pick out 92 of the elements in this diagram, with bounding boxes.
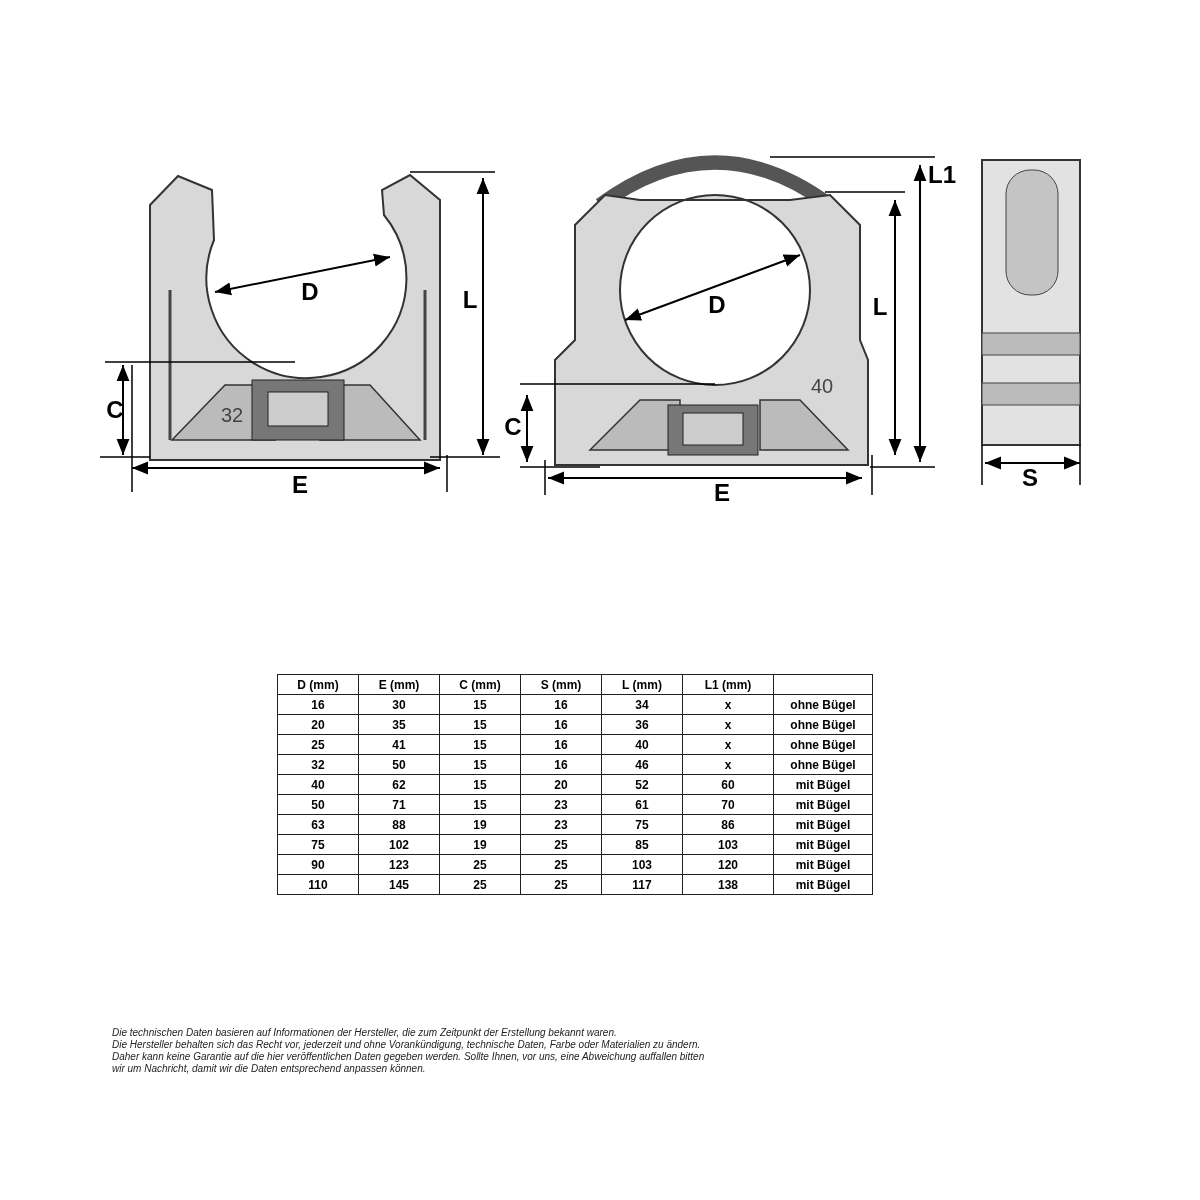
table-cell: 15: [439, 774, 521, 795]
disclaimer-note: Die technischen Daten basieren auf Informationen der Hersteller, die zum Zeitpunkt der Erstellung bekannt waren.: [112, 1027, 617, 1039]
table-cell: 16: [520, 754, 602, 775]
table-cell: mit Bügel: [773, 774, 873, 795]
table-cell: 117: [601, 874, 683, 895]
dimension-letter: L1: [928, 163, 956, 187]
dimension-letter: D: [301, 280, 319, 304]
table-cell: 88: [358, 814, 440, 835]
table-cell: x: [682, 734, 774, 755]
table-cell: 30: [358, 694, 440, 715]
table-cell: 86: [682, 814, 774, 835]
table-cell: 23: [520, 794, 602, 815]
table-cell: 25: [439, 854, 521, 875]
table-cell: 46: [601, 754, 683, 775]
dimension-letter: C: [504, 415, 522, 439]
dimension-letter: D: [708, 293, 726, 317]
table-cell: 20: [520, 774, 602, 795]
table-cell: 35: [358, 714, 440, 735]
table-cell: 63: [277, 814, 359, 835]
dimension-letter: S: [1022, 466, 1038, 490]
column-header: L (mm): [601, 674, 683, 695]
table-cell: 120: [682, 854, 774, 875]
table-cell: ohne Bügel: [773, 754, 873, 775]
table-cell: 15: [439, 694, 521, 715]
table-cell: 16: [277, 694, 359, 715]
table-cell: 15: [439, 754, 521, 775]
table-cell: 138: [682, 874, 774, 895]
table-cell: 145: [358, 874, 440, 895]
table-cell: 50: [277, 794, 359, 815]
table-cell: 15: [439, 734, 521, 755]
table-cell: 60: [682, 774, 774, 795]
table-cell: 61: [601, 794, 683, 815]
molded-number: 32: [220, 405, 244, 425]
dimension-letter: L: [872, 295, 888, 319]
table-cell: 75: [277, 834, 359, 855]
table-cell: ohne Bügel: [773, 694, 873, 715]
column-header: S (mm): [520, 674, 602, 695]
table-cell: 25: [439, 874, 521, 895]
table-cell: ohne Bügel: [773, 734, 873, 755]
table-cell: 102: [358, 834, 440, 855]
table-cell: 36: [601, 714, 683, 735]
disclaimer-note: wir um Nachricht, damit wir die Daten entsprechend anpassen können.: [112, 1063, 426, 1075]
table-cell: 85: [601, 834, 683, 855]
table-cell: 103: [601, 854, 683, 875]
column-header: L1 (mm): [682, 674, 774, 695]
table-cell: 19: [439, 834, 521, 855]
table-cell: mit Bügel: [773, 834, 873, 855]
table-cell: 40: [277, 774, 359, 795]
table-cell: x: [682, 754, 774, 775]
column-header: C (mm): [439, 674, 521, 695]
table-cell: 25: [520, 854, 602, 875]
table-cell: 16: [520, 694, 602, 715]
table-cell: 20: [277, 714, 359, 735]
table-cell: 25: [520, 834, 602, 855]
table-cell: 123: [358, 854, 440, 875]
molded-number: 40: [810, 376, 834, 396]
table-cell: 70: [682, 794, 774, 815]
disclaimer-note: Die Hersteller behalten sich das Recht vor, jederzeit und ohne Vorankündigung, technische Daten, Farbe oder Materialien zu ändern.: [112, 1039, 701, 1051]
table-cell: 16: [520, 734, 602, 755]
column-header: E (mm): [358, 674, 440, 695]
table-cell: 41: [358, 734, 440, 755]
table-cell: 75: [601, 814, 683, 835]
table-cell: 25: [520, 874, 602, 895]
table-cell: 19: [439, 814, 521, 835]
dimension-letter: C: [106, 398, 124, 422]
table-cell: ohne Bügel: [773, 714, 873, 735]
table-cell: 23: [520, 814, 602, 835]
table-cell: 16: [520, 714, 602, 735]
table-cell: 90: [277, 854, 359, 875]
table-cell: mit Bügel: [773, 854, 873, 875]
table-cell: 40: [601, 734, 683, 755]
table-cell: 71: [358, 794, 440, 815]
table-cell: 62: [358, 774, 440, 795]
dimension-letter: E: [292, 473, 308, 497]
table-cell: mit Bügel: [773, 814, 873, 835]
column-header: D (mm): [277, 674, 359, 695]
dimension-letter: E: [714, 481, 730, 505]
dimension-letter: L: [462, 288, 478, 312]
table-cell: 34: [601, 694, 683, 715]
table-cell: mit Bügel: [773, 874, 873, 895]
disclaimer-note: Daher kann keine Garantie auf die hier veröffentlichen Daten gegeben werden. Sollte Ihnen, vor uns, eine Abweichung auffallen bitten: [112, 1051, 705, 1063]
table-cell: 52: [601, 774, 683, 795]
table-cell: x: [682, 714, 774, 735]
table-cell: 32: [277, 754, 359, 775]
table-cell: x: [682, 694, 774, 715]
table-cell: 103: [682, 834, 774, 855]
table-cell: 110: [277, 874, 359, 895]
table-cell: 50: [358, 754, 440, 775]
table-cell: 15: [439, 714, 521, 735]
table-cell: mit Bügel: [773, 794, 873, 815]
table-cell: 25: [277, 734, 359, 755]
table-cell: 15: [439, 794, 521, 815]
